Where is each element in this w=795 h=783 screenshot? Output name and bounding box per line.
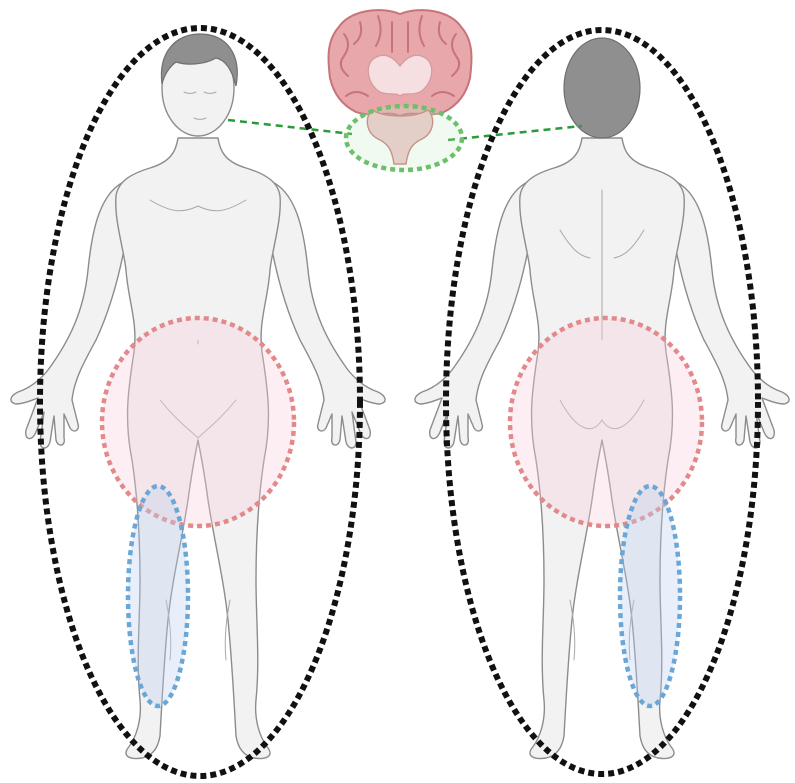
- connector-front-head: [228, 120, 352, 134]
- brain-cerebrum: [328, 10, 471, 116]
- back-pelvis-region: [510, 318, 702, 526]
- front-lower-leg-region: [128, 486, 188, 706]
- connector-back-head: [448, 126, 582, 140]
- brainstem-region: [346, 106, 462, 170]
- back-head: [564, 38, 640, 138]
- back-lower-leg-region: [620, 486, 680, 706]
- front-pelvis-region: [102, 318, 294, 526]
